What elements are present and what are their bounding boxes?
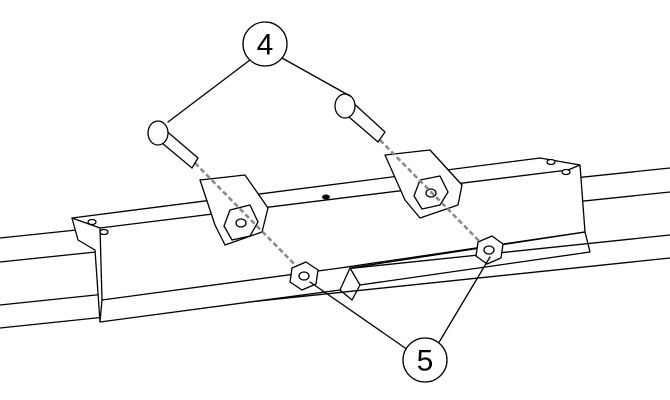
- bolt-right: [334, 93, 386, 143]
- callout-number-4: 4: [257, 29, 274, 62]
- bolt-left: [147, 120, 199, 169]
- callout-4: 4: [242, 21, 288, 67]
- dashed-axes: [194, 139, 489, 273]
- nut-right: [475, 235, 504, 265]
- callout-number-5: 5: [417, 345, 434, 378]
- leader-lines: [167, 57, 491, 351]
- callout-5: 5: [402, 337, 448, 383]
- bracket-body: [71, 157, 591, 323]
